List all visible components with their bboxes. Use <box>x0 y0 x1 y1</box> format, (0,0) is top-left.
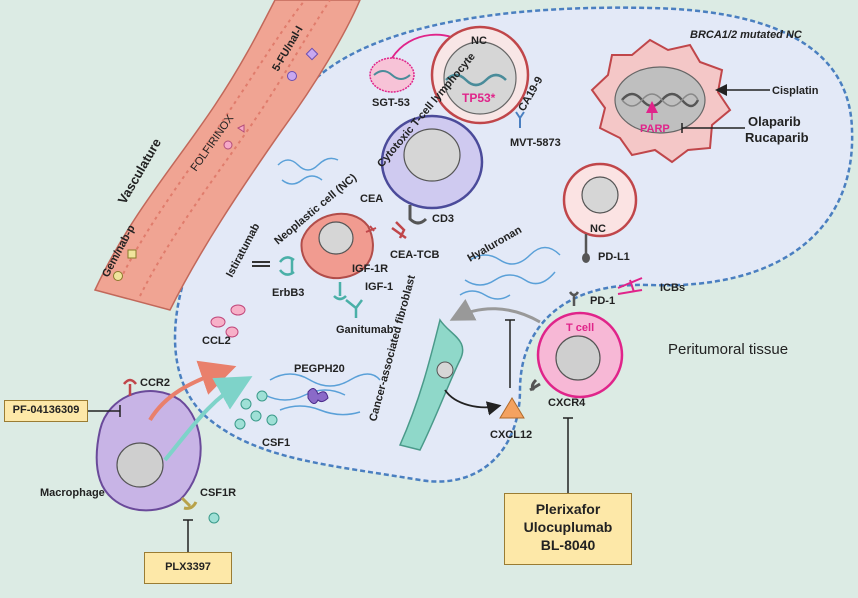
nc-top-label: NC <box>471 35 487 47</box>
ganitumab-label: Ganitumab <box>336 324 394 336</box>
icb-antibody-icon <box>617 277 643 295</box>
cxcr4-label: CXCR4 <box>548 397 586 409</box>
ca199-antibody-icon <box>515 111 525 128</box>
bl8040-label: BL-8040 <box>540 537 596 553</box>
ccr2-label: CCR2 <box>140 377 170 389</box>
drug-particle-icon <box>305 47 319 61</box>
pegph20-enzyme-icon <box>307 388 329 404</box>
parp-label: PARP <box>640 123 670 135</box>
mvt5873-label: MVT-5873 <box>510 137 561 149</box>
neoplastic-cell <box>300 212 374 280</box>
erbb3-receptor-icon <box>279 256 295 276</box>
pf-04136309-box: PF-04136309 <box>4 400 88 422</box>
plx3397-box: PLX3397 <box>144 552 232 584</box>
plerixafor-label: Plerixafor <box>535 501 601 517</box>
drug-particle-icon <box>113 271 123 281</box>
neoplastic-cell-pdl1 <box>562 162 638 263</box>
cea-tcb-label: CEA-TCB <box>390 249 440 261</box>
neoplastic-cell-tp53 <box>430 25 530 125</box>
pd1-label: PD-1 <box>590 295 615 307</box>
ccl2-molecules <box>210 304 246 338</box>
csf1-molecule <box>208 512 220 524</box>
ganitumab-antibody-icon <box>345 299 363 318</box>
ulocuplumab-label: Ulocuplumab <box>523 519 613 535</box>
cxcr4-inhibitors-box: Plerixafor Ulocuplumab BL-8040 <box>504 493 632 565</box>
sgt53-label: SGT-53 <box>372 97 410 109</box>
drug-particle-icon <box>287 71 297 81</box>
hyaluronan-fibers <box>264 157 561 416</box>
macrophage <box>95 378 202 512</box>
ccl2-label: CCL2 <box>202 335 231 347</box>
tcell-label: T cell <box>566 322 594 334</box>
brca-label: BRCA1/2 mutated NC <box>690 29 803 41</box>
drug-particle-icon <box>223 140 233 150</box>
cytotoxic-t-cell <box>380 114 484 225</box>
cd3-label: CD3 <box>432 213 454 225</box>
igf1-label: IGF-1 <box>365 281 393 293</box>
cxcl12-label: CXCL12 <box>490 429 532 441</box>
olaparib-label: Olaparib <box>748 114 801 129</box>
pdl1-label: PD-L1 <box>598 251 630 263</box>
tp53-label: TP53* <box>462 91 496 105</box>
cancer-associated-fibroblast <box>398 318 464 451</box>
cea-receptor-icon <box>365 225 377 233</box>
rucaparib-label: Rucaparib <box>745 130 809 145</box>
pegph20-label: PEGPH20 <box>294 363 345 375</box>
igf1r-label: IGF-1R <box>352 263 388 275</box>
cea-label: CEA <box>360 193 383 205</box>
cea-tcb-antibody-icon <box>391 221 407 240</box>
icbs-label: ICBs <box>660 282 685 294</box>
cisplatin-label: Cisplatin <box>772 85 819 97</box>
csf1-label: CSF1 <box>262 437 290 449</box>
csf1r-label: CSF1R <box>200 487 236 499</box>
drug-particle-icon <box>127 249 137 259</box>
peritumoral-label: Peritumoral tissue <box>668 341 788 358</box>
erbb3-label: ErbB3 <box>272 287 304 299</box>
nc-right-label: NC <box>590 223 606 235</box>
t-cell <box>529 291 624 399</box>
igf1r-receptor-icon <box>333 282 347 301</box>
drug-particle-icon <box>237 124 245 133</box>
macrophage-label: Macrophage <box>40 487 105 499</box>
cxcl12-icon <box>499 397 525 419</box>
istiratumab-antibody-icon <box>252 261 270 267</box>
